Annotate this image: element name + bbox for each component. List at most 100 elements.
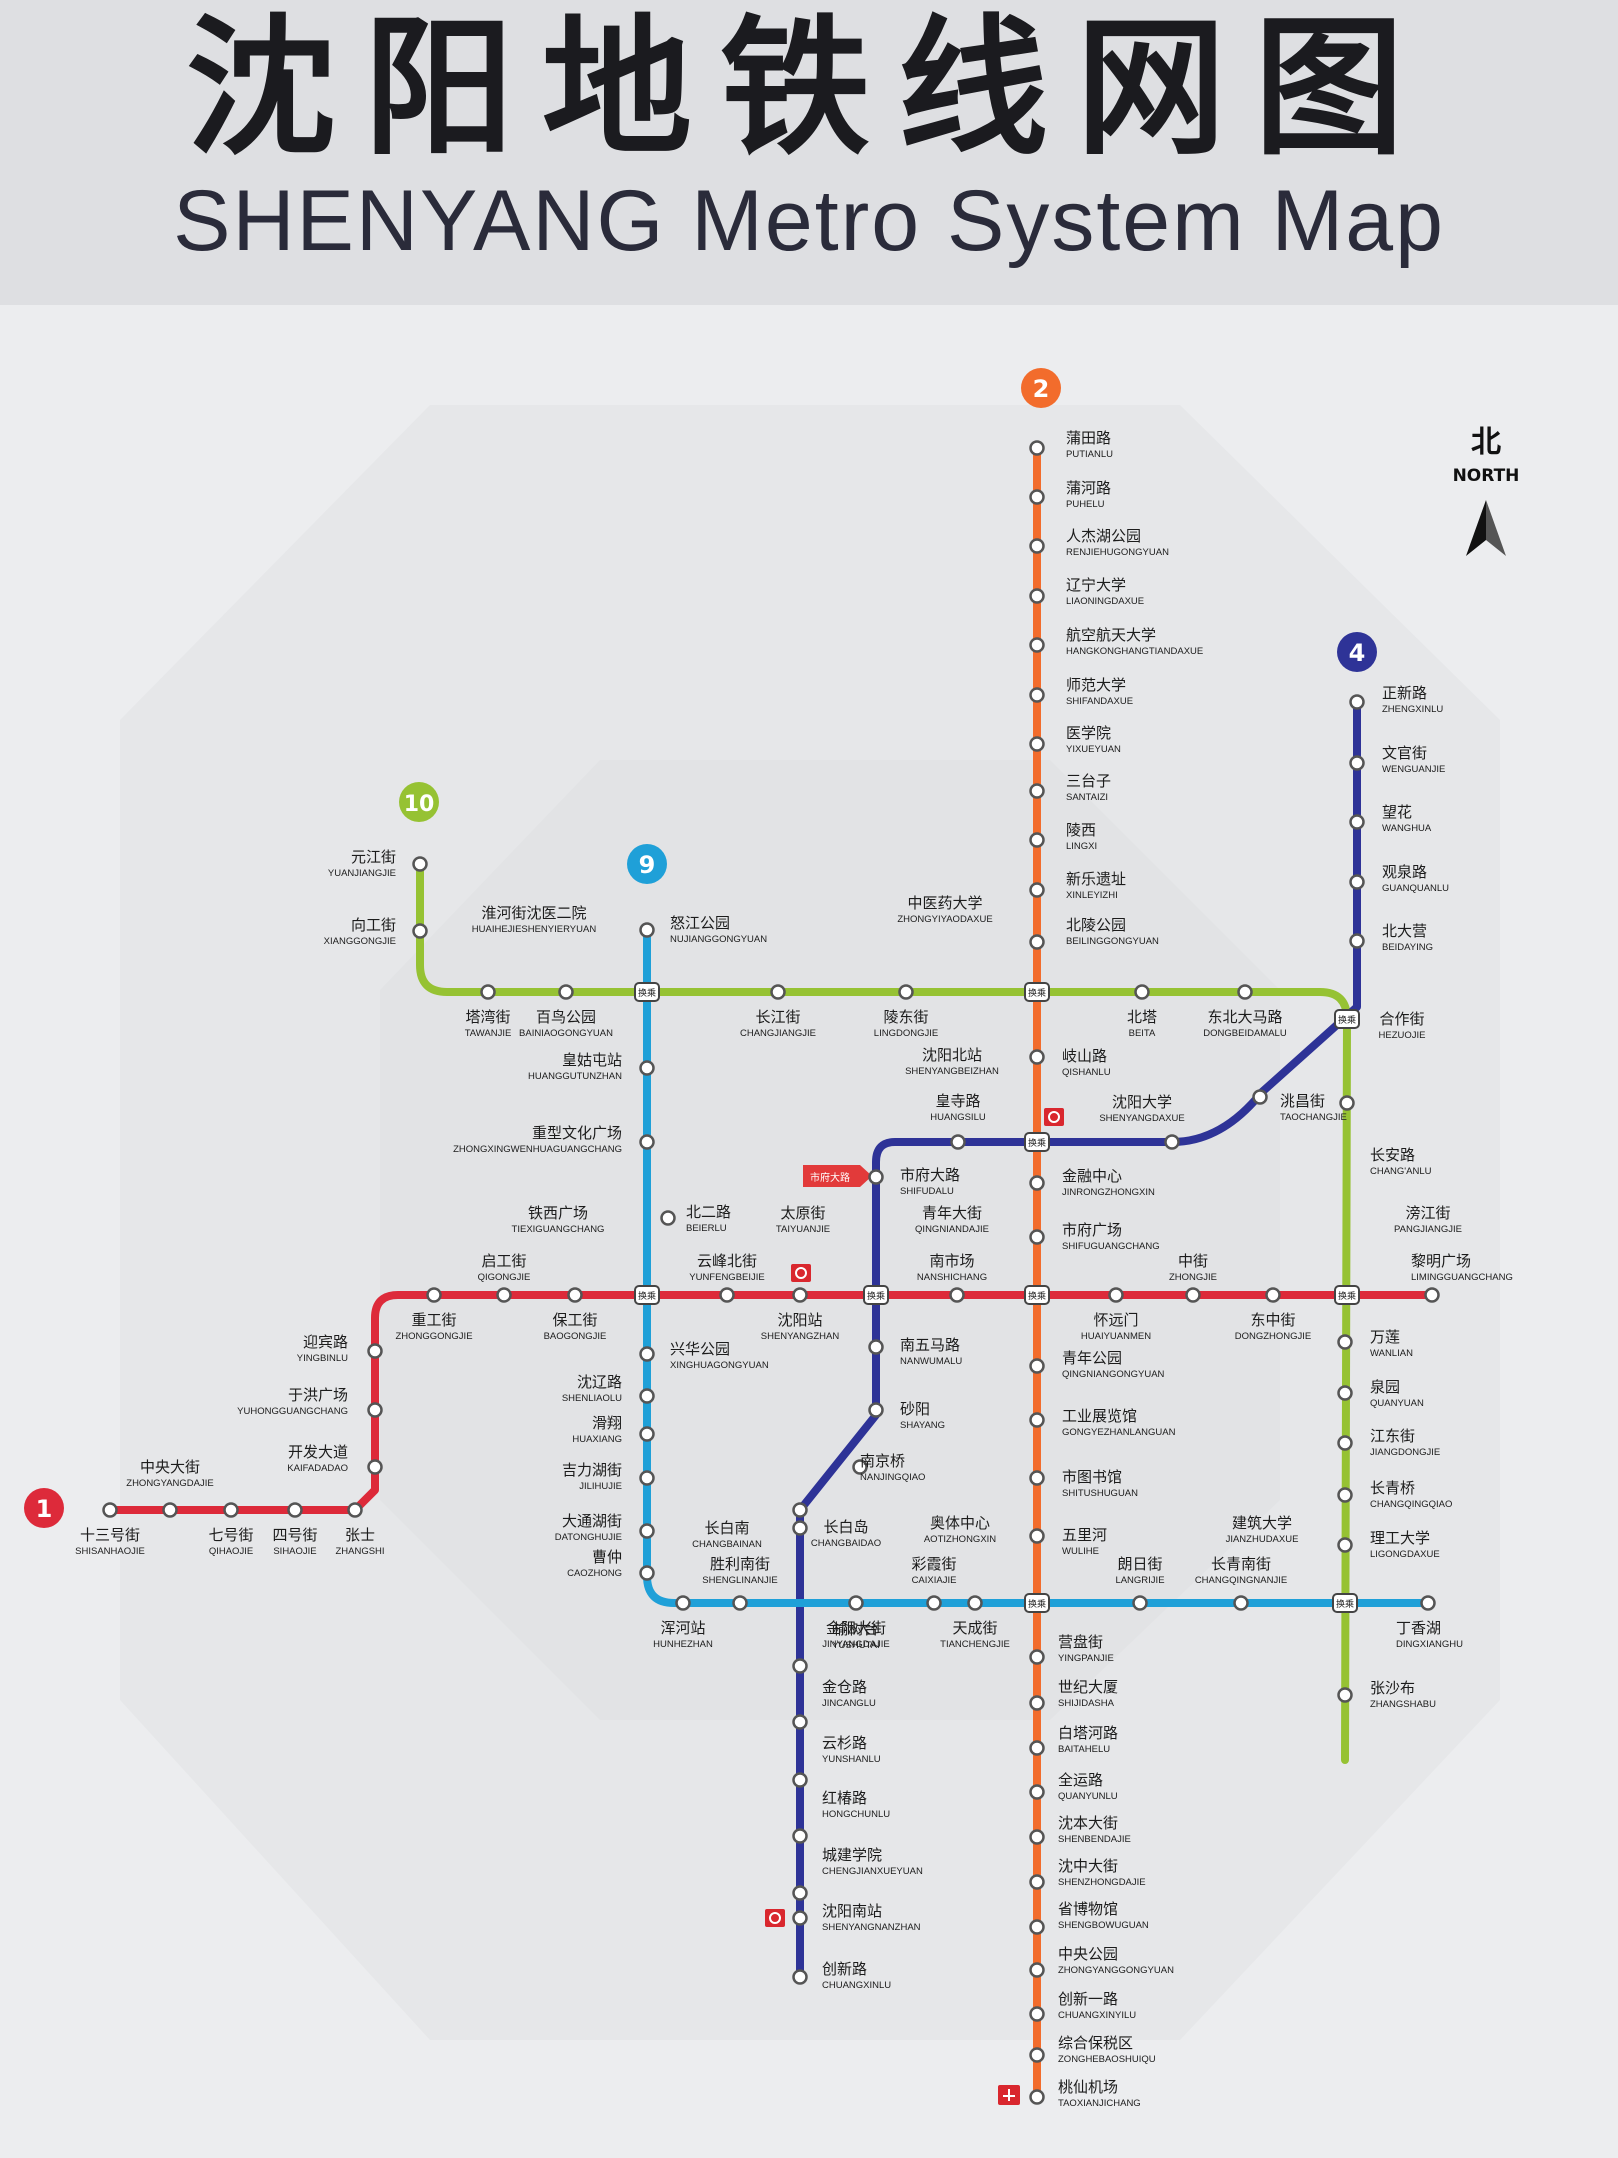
station-name-zh: 建筑大学 [1232,1514,1292,1532]
station-name-en: TAOXIANJICHANG [1058,2098,1141,2109]
station-dot [792,1520,808,1536]
station-name-en: LIAONINGDAXUE [1066,596,1144,607]
station-name-zh: 城建学院 [822,1846,882,1864]
station-name-en: JILIHUJIE [579,1481,622,1492]
station-dot [770,984,786,1000]
station-dot [1337,1487,1353,1503]
station-name-zh: 太原街 [780,1204,825,1222]
station-name-en: CAIXIAJIE [912,1575,957,1586]
station-quanyuan: 泉园 QUANYUAN [1337,1378,1424,1409]
station-name-en: ZHONGYIYAODAXUE [897,914,992,925]
station-name-en: ZHONGYANGGONGYUAN [1058,1965,1174,1976]
railway-station-icon-north [1044,1108,1064,1126]
station-name-zh: 滂江街 [1405,1204,1450,1222]
title-banner: 沈阳地铁线网图 SHENYANG Metro System Map [0,0,1618,305]
station-name-zh: 天成街 [952,1619,997,1637]
station-name-zh: 泉园 [1370,1378,1400,1396]
transfer-label: 换乘 [867,1290,885,1302]
station-dot [367,1343,383,1359]
station-name-en: GONGYEZHANLANGUAN [1062,1427,1176,1438]
station-dot [412,923,428,939]
station-name-zh: 市府大路 [900,1166,960,1184]
transfer-label: 换乘 [1338,1290,1356,1302]
station-name-en: XINLEYIZHI [1066,890,1118,901]
station-dot [1029,2047,1045,2063]
station-name-zh: 望花 [1382,803,1412,821]
station-name-zh: 迎宾路 [303,1333,348,1351]
station-dot [1029,1229,1045,1245]
station-name-zh: 三台子 [1066,772,1111,790]
station-name-en: PUTIANLU [1066,449,1113,460]
station-name-en: NANSHICHANG [917,1272,987,1283]
station-name-en: WULIHE [1062,1546,1099,1557]
station-name-en: SHENGBOWUGUAN [1058,1920,1149,1931]
station-name-zh: 综合保税区 [1058,2034,1133,2052]
station-name-zh: 长青桥 [1370,1479,1415,1497]
station-dot [675,1595,691,1611]
station-name-en: WANLIAN [1370,1348,1413,1359]
station-name-zh: 医学院 [1066,724,1111,742]
station-name-en: TIANCHENGJIE [940,1639,1010,1650]
station-name-en: SHIFANDAXUE [1066,696,1133,707]
station-name-zh: 怒江公园 [670,914,730,932]
station-name-zh: 中医药大学 [907,894,982,912]
station-name-en: QUANYUNLU [1058,1791,1118,1802]
station-name-en: SHENGLINANJIE [702,1575,778,1586]
station-name-zh: 桃仙机场 [1058,2078,1118,2096]
shifudalu-pointer-badge: 市府大路 [803,1165,872,1187]
station-hezuojie: 换乘合作街HEZUOJIE [1334,1009,1425,1041]
station-name-en: QUANYUAN [1370,1398,1424,1409]
station-dot [639,1346,655,1362]
station-name-en: HUAIHEJIESHENYIERYUAN [472,924,597,935]
station-name-en: SHIFUDALU [900,1186,954,1197]
station-dot [719,1287,735,1303]
station-name-en: YUANJIANGJIE [328,868,396,879]
station-name-en: AOTIZHONGXIN [924,1534,996,1545]
station-dot [639,1426,655,1442]
station-name-zh: 理工大学 [1370,1529,1430,1547]
station-name-zh: 开发大道 [288,1443,348,1461]
station-name-zh: 金仓路 [822,1678,867,1696]
station-name-en: ZHONGXINGWENHUAGUANGCHANG [453,1144,622,1155]
station-name-en: JINCANGLU [822,1698,876,1709]
station-dot [639,1134,655,1150]
station-name-en: QIGONGJIE [478,1272,531,1283]
station-name-en: HUANGGUTUNZHAN [528,1071,622,1082]
station-dot [1029,1740,1045,1756]
station-name-en: HUAXIANG [572,1434,622,1445]
station-dot [792,1910,808,1926]
station-name-zh: 陵西 [1066,821,1096,839]
station-dot [1233,1595,1249,1611]
station-dot [1029,1784,1045,1800]
station-dot [1337,1435,1353,1451]
station-name-en: CAOZHONG [567,1568,622,1579]
station-dot [480,984,496,1000]
station-name-zh: 人杰湖公园 [1066,527,1141,545]
station-dot [1029,440,1045,456]
station-dot [1029,489,1045,505]
station-name-en: YUSHUTAI [832,1640,879,1651]
station-name-zh: 东中街 [1250,1311,1295,1329]
station-name-zh: 黎明广场 [1411,1252,1471,1270]
station-name-zh: 云杉路 [822,1734,867,1752]
transfer-station-icon [863,1285,889,1305]
station-dot [949,1287,965,1303]
transfer-label: 换乘 [1338,1014,1356,1026]
